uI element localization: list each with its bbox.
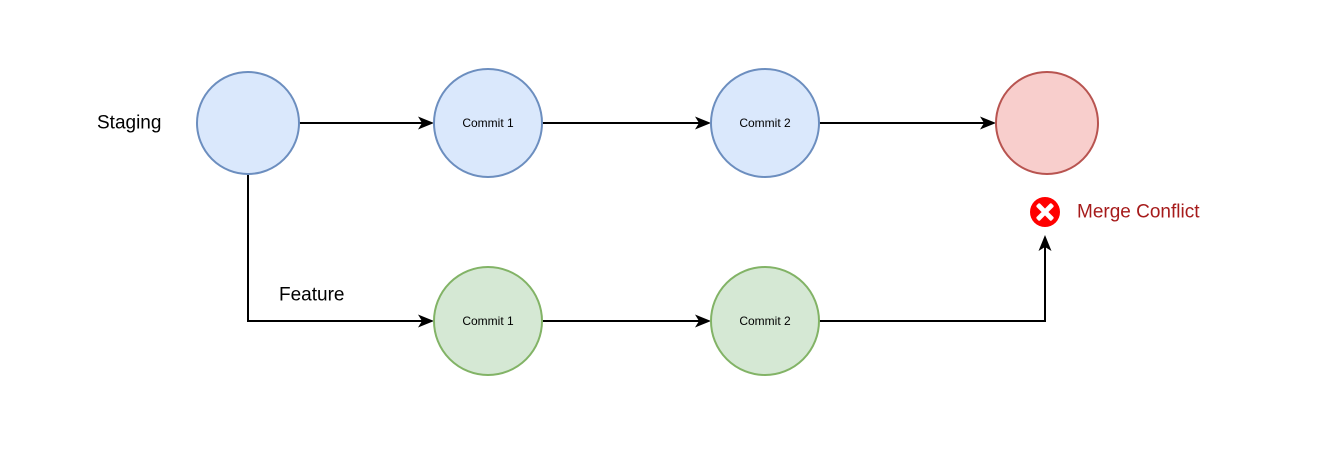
node-circle[interactable] (433, 266, 543, 376)
node-circle[interactable] (196, 71, 300, 175)
edges-layer (247, 116, 1052, 328)
edge-branch-off-to-feature (247, 174, 434, 328)
node-circle[interactable] (995, 71, 1099, 175)
node-circle[interactable] (710, 68, 820, 178)
node-circle[interactable] (710, 266, 820, 376)
arrow-head-right (418, 314, 434, 328)
node-feature-commit-1[interactable]: Commit 1 (433, 266, 543, 376)
branch-label-feature: Feature (279, 285, 344, 306)
edge-staging-commit-1-to-2 (542, 116, 711, 130)
error-icon-x-glyph (1036, 203, 1054, 221)
nodes-layer: Commit 1 Commit 2 Commit 1 Commit 2 (196, 68, 1099, 376)
node-feature-commit-2[interactable]: Commit 2 (710, 266, 820, 376)
edge-feature-commit-1-to-2 (542, 314, 711, 328)
edge-staging-commit-2-to-merge (819, 116, 996, 130)
arrow-head-right (695, 116, 711, 130)
branch-labels-layer: Staging Feature (97, 113, 344, 306)
node-staging-commit-2[interactable]: Commit 2 (710, 68, 820, 178)
edge-line (247, 174, 426, 322)
node-circle[interactable] (433, 68, 543, 178)
edge-feature-merge-up (819, 235, 1052, 322)
merge-conflict-marker[interactable]: Merge Conflict (1030, 197, 1200, 227)
arrow-head-up (1038, 235, 1052, 251)
edge-line (819, 243, 1046, 322)
arrow-head-right (695, 314, 711, 328)
node-staging-commit-1[interactable]: Commit 1 (433, 68, 543, 178)
arrow-head-right (418, 116, 434, 130)
branch-label-staging: Staging (97, 113, 161, 134)
node-staging-merge-target[interactable] (995, 71, 1099, 175)
arrow-head-right (980, 116, 996, 130)
edge-root-to-staging-commit-1 (299, 116, 434, 130)
error-x-circle-icon[interactable] (1030, 197, 1060, 227)
merge-conflict-label: Merge Conflict (1077, 202, 1200, 223)
node-staging-root[interactable] (196, 71, 300, 175)
